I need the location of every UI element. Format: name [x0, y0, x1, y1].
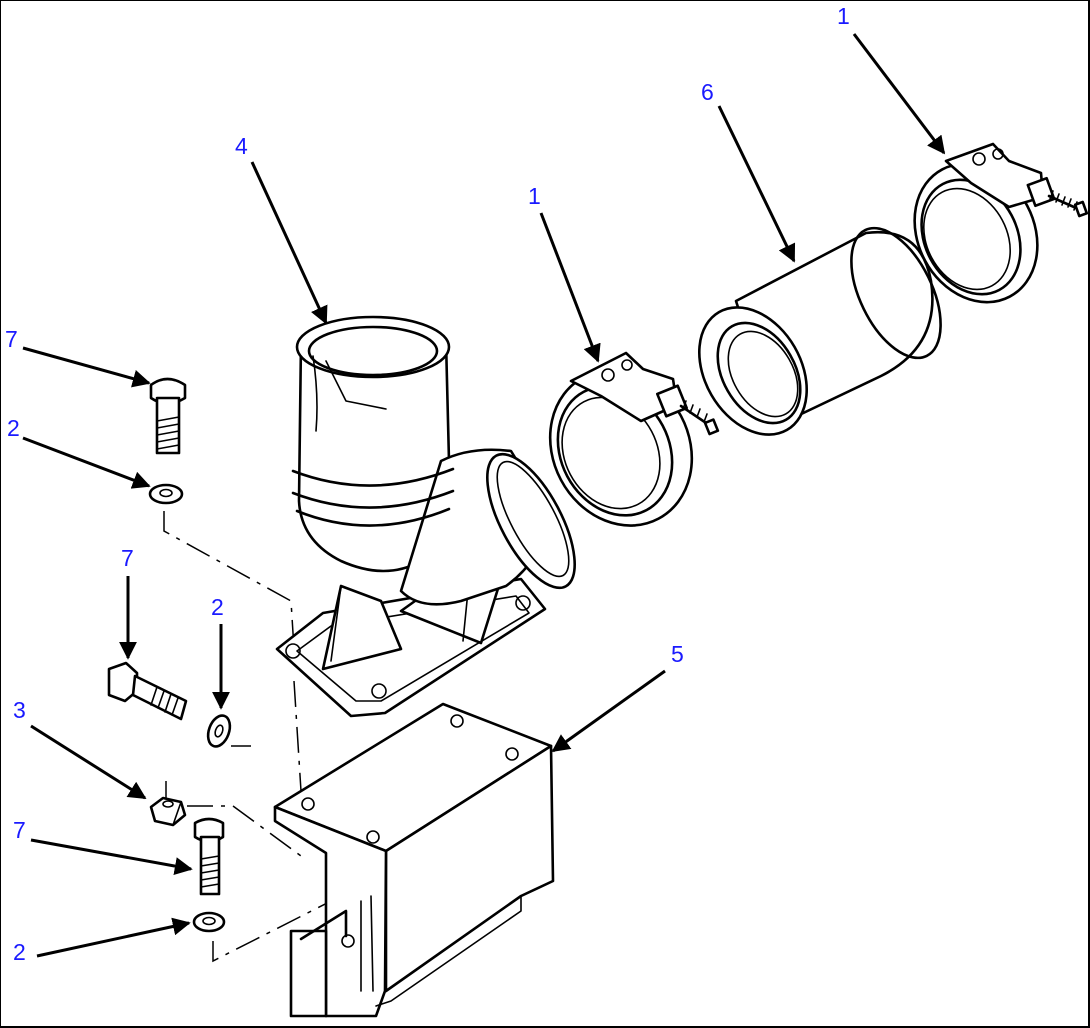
- callout-bracket: 5: [671, 641, 684, 667]
- leader-nut: [30, 724, 147, 800]
- bolt-side: [107, 661, 188, 721]
- bolt-lower: [193, 817, 225, 896]
- bolt-upper: [149, 377, 187, 455]
- leader-elbow: [250, 161, 328, 325]
- leader-bolt-upper: [22, 346, 151, 388]
- callout-clamp-middle: 1: [528, 183, 541, 209]
- leader-bracket: [551, 669, 666, 753]
- callout-bolt-upper: 7: [5, 326, 18, 352]
- assembly-center-lines: [163, 511, 342, 963]
- callout-clamp-top-right: 1: [837, 3, 850, 29]
- leader-bolt-lower: [30, 838, 193, 875]
- leader-clamp-middle: [539, 212, 601, 363]
- callout-elbow: 4: [235, 133, 248, 159]
- callout-washer-side: 2: [211, 594, 224, 620]
- leader-arrows: [22, 33, 946, 958]
- connector-tube: [697, 226, 942, 436]
- leader-clamp-top-right: [852, 33, 946, 155]
- leader-washer-upper: [22, 436, 151, 489]
- washer-side: [206, 714, 232, 748]
- hex-nut: [149, 796, 187, 827]
- exhaust-elbow: [275, 315, 576, 718]
- callout-bolt-lower: 7: [13, 817, 26, 843]
- callout-bolt-side: 7: [121, 545, 134, 571]
- washer-lower: [192, 911, 226, 933]
- callout-tube: 6: [701, 79, 714, 105]
- leader-tube: [717, 105, 796, 263]
- hose-clamp-middle: [548, 351, 720, 527]
- mounting-bracket: [273, 702, 555, 1018]
- callout-nut: 3: [13, 697, 26, 723]
- washer-upper: [148, 483, 184, 505]
- callout-washer-upper: 2: [7, 415, 20, 441]
- callout-washer-lower: 2: [13, 939, 26, 965]
- leader-washer-lower: [36, 917, 191, 958]
